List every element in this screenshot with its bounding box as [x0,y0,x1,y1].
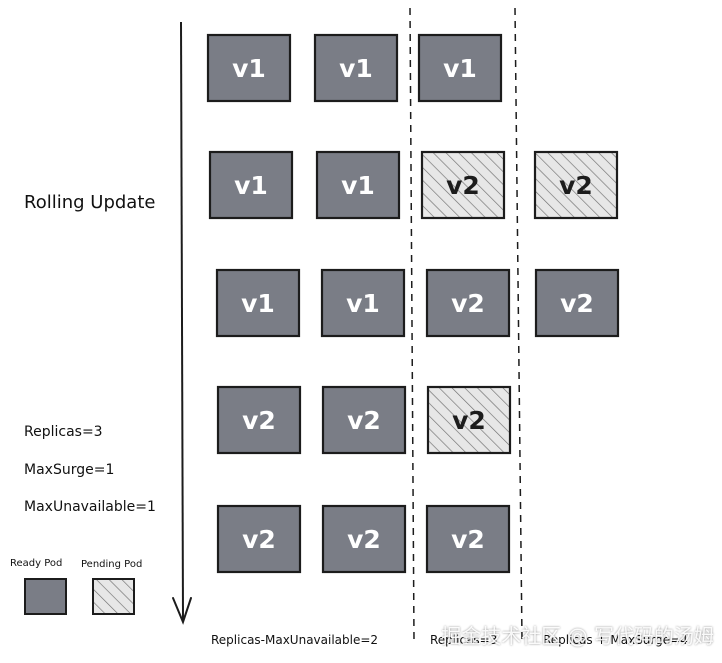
pod-grid: v1 v1 v1 v1 v1 v2 v2 v1 v1 v2 v2 v2 v2 v2 v2 v2 v2 [206,33,620,574]
pod-box [425,504,511,574]
pod-version-label: v2 [560,289,594,318]
pod-ready: v1 [313,33,399,103]
pod-version-label: v2 [347,406,381,435]
pod-ready: v1 [206,33,292,103]
pod-box [216,504,302,574]
pod-ready: v2 [534,268,620,338]
pod-ready: v1 [215,268,301,338]
pod-box [321,504,407,574]
pod-pending: v2 [426,385,512,455]
pod-ready: v1 [320,268,406,338]
pod-ready: v2 [425,268,511,338]
dashed-separator-max-surge [514,7,523,641]
pod-version-label: v2 [446,171,480,200]
pod-version-label: v2 [242,406,276,435]
dashed-separator-replicas [409,7,415,641]
legend-pending-label: Pending Pod [81,559,143,570]
legend-pending-pod-box [92,578,135,615]
pod-version-label: v2 [559,171,593,200]
pod-box [315,150,401,220]
pod-version-label: v2 [451,289,485,318]
pod-box [417,33,503,103]
legend-ready-pod-box [24,578,67,615]
pod-pending: v2 [420,150,506,220]
pod-box [321,385,407,455]
pod-ready: v1 [208,150,294,220]
pod-ready: v1 [417,33,503,103]
pod-version-label: v2 [242,525,276,554]
label-replicas-plus-max-surge: Replicas + MaxSurge=4 [543,633,688,647]
pod-box [206,33,292,103]
pod-version-label: v1 [341,171,375,200]
pod-ready: v2 [216,504,302,574]
pod-box [313,33,399,103]
pod-box [533,150,619,220]
timeline-arrow [172,21,192,625]
replicas-param: Replicas=3 [24,424,103,440]
pod-box [426,385,512,455]
pod-box [534,268,620,338]
pod-ready: v2 [321,504,407,574]
diagram-title: Rolling Update [24,192,156,213]
pod-box [420,150,506,220]
label-replicas: Replicas=3 [430,633,498,647]
pod-version-label: v1 [443,54,477,83]
pod-box [320,268,406,338]
pod-version-label: v2 [451,525,485,554]
pod-version-label: v2 [452,406,486,435]
max-surge-param: MaxSurge=1 [24,462,115,478]
pod-version-label: v1 [232,54,266,83]
pod-box [215,268,301,338]
pod-box [425,268,511,338]
pod-version-label: v1 [234,171,268,200]
pod-version-label: v1 [346,289,380,318]
pod-version-label: v1 [339,54,373,83]
label-replicas-minus-max-unavailable: Replicas-MaxUnavailable=2 [211,633,379,647]
max-unavailable-param: MaxUnavailable=1 [24,499,156,515]
watermark: 掘金技术社区 @ 写代码的汤姆 [441,624,714,648]
pod-pending: v2 [533,150,619,220]
pod-ready: v2 [216,385,302,455]
pod-version-label: v2 [347,525,381,554]
legend-ready-label: Ready Pod [10,558,63,569]
pod-ready: v1 [315,150,401,220]
pod-ready: v2 [425,504,511,574]
pod-box [216,385,302,455]
pod-ready: v2 [321,385,407,455]
pod-version-label: v1 [241,289,275,318]
pod-box [208,150,294,220]
